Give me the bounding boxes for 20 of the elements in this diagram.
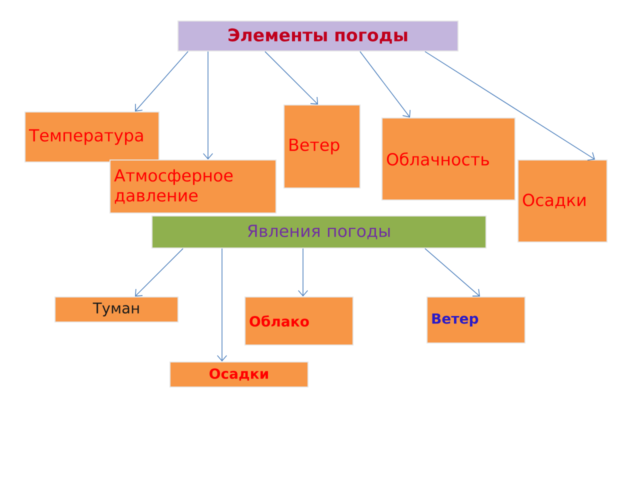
arrow [135, 51, 188, 112]
element-box: Осадки [517, 159, 608, 243]
phenomenon-box: Ветер [426, 296, 526, 344]
arrow [135, 248, 184, 296]
arrow [424, 51, 595, 161]
element-box: Температура [24, 111, 160, 163]
heading-bar: Явления погоды [151, 215, 487, 249]
phenomenon-box: Облако [244, 296, 354, 346]
arrow [202, 51, 214, 160]
arrow [360, 51, 411, 118]
arrow [424, 248, 480, 296]
arrow [216, 248, 228, 362]
arrow [264, 51, 318, 104]
arrow [298, 248, 308, 296]
element-box: Атмосферное давление [109, 159, 277, 214]
element-box: Облачность [381, 117, 516, 201]
phenomenon-box: Осадки [169, 361, 309, 388]
phenomenon-box: Туман [54, 296, 179, 323]
element-box: Ветер [283, 104, 361, 189]
title-box: Элементы погоды [177, 20, 459, 52]
